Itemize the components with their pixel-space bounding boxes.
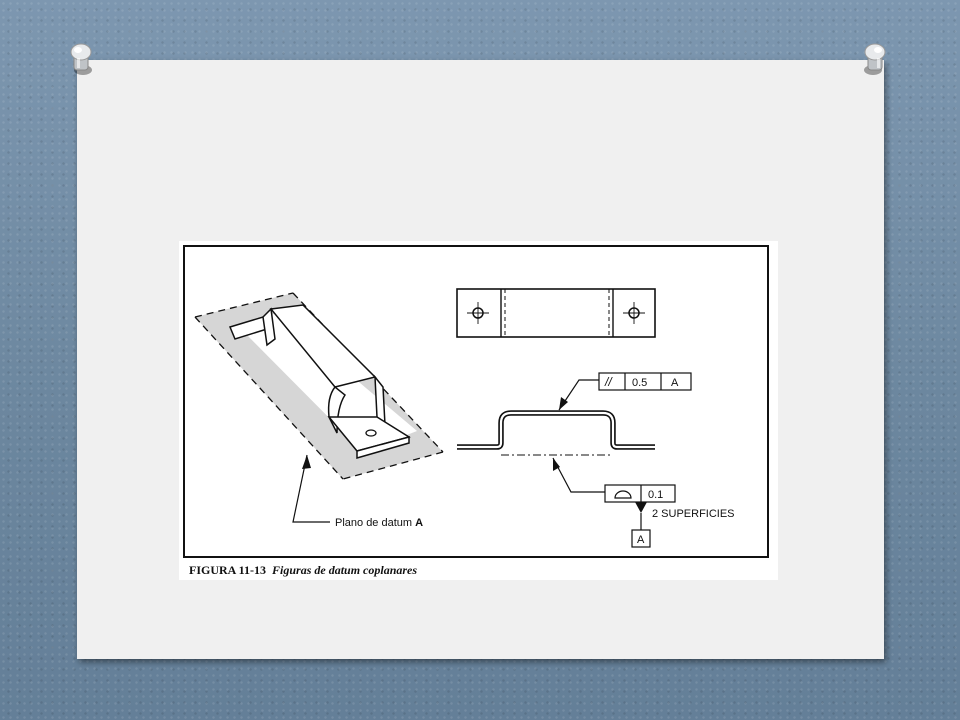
technical-drawing: Plano de datum A (194, 288, 735, 548)
parallelism-tolerance: 0.5 (632, 377, 647, 389)
parallelism-datum: A (671, 377, 679, 389)
figure-frame: Plano de datum A (183, 245, 769, 558)
datum-feature-letter: A (637, 534, 645, 546)
profile-tolerance: 0.1 (648, 489, 663, 501)
parallelism-symbol: // (604, 375, 613, 389)
datum-plane-letter: A (415, 517, 423, 529)
profile-note: 2 SUPERFICIES (652, 508, 735, 520)
top-view (456, 288, 656, 338)
pushpin-icon (864, 43, 886, 75)
profile-control-frame: 0.1 2 SUPERFICIES A (604, 484, 735, 548)
isometric-view: Plano de datum A (194, 292, 444, 529)
figure-caption: FIGURA 11-13 Figuras de datum coplanares (189, 563, 417, 578)
parallelism-control-frame: // 0.5 A (598, 372, 692, 391)
profile-surface-icon (614, 490, 632, 499)
pushpin-icon (70, 43, 92, 75)
datum-plane-label: Plano de datum (335, 517, 415, 529)
caption-title: Figuras de datum coplanares (272, 563, 418, 577)
caption-number: FIGURA 11-13 (189, 563, 267, 577)
svg-text:Plano de datum A: Plano de datum A (335, 517, 423, 529)
figure-image: Plano de datum A (179, 241, 778, 580)
front-view (457, 379, 655, 493)
